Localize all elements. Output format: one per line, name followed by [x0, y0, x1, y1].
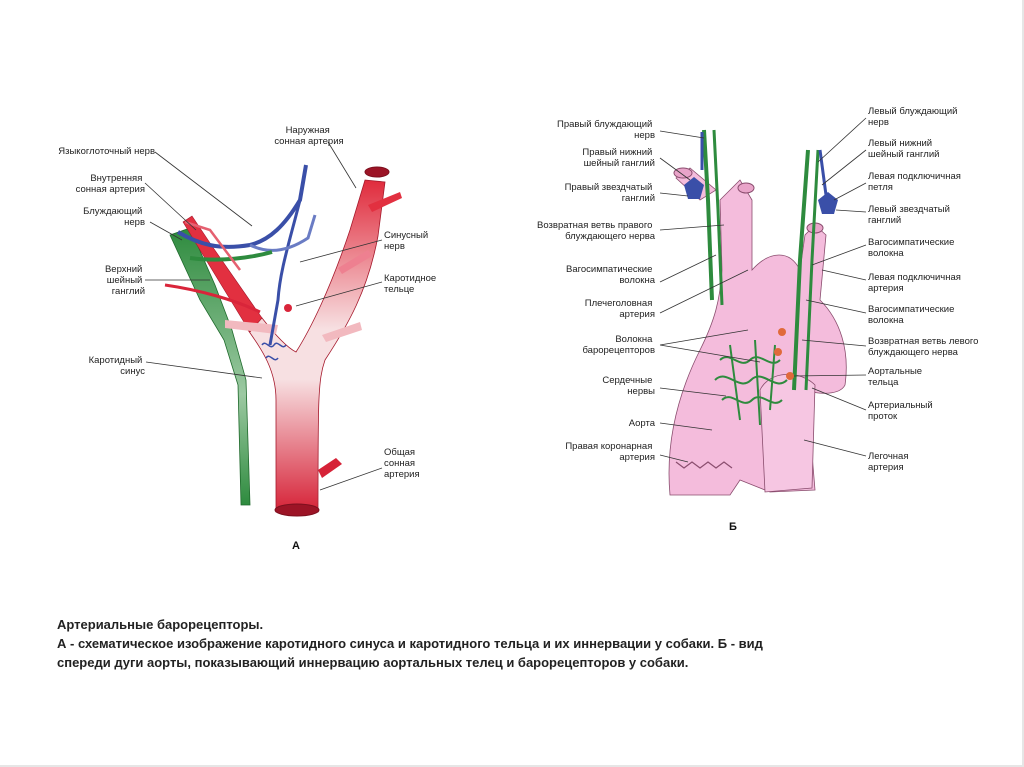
panel-a-letter: А [292, 540, 300, 552]
aortic-body-dot-2 [774, 348, 782, 356]
slide-border-right [1022, 0, 1024, 767]
coronary-artery-path [675, 461, 733, 469]
leader-sinus-nerve [299, 239, 383, 263]
leader-left-vagus [817, 117, 867, 163]
label-sinus-nerve: Синусный нерв [384, 230, 431, 252]
pulmonary-artery-shape [759, 373, 816, 493]
leader-vagosympathetic-left [659, 254, 717, 283]
vessel-opening-1 [673, 167, 693, 179]
leader-left-stellate [835, 209, 867, 213]
leader-vagosympathetic-right [811, 244, 867, 266]
label-vagosympathetic-right: Вагосимпатические волокна [868, 237, 957, 259]
leader-baroreceptor [659, 329, 761, 363]
leader-vagus [149, 221, 183, 241]
leader-carotid-sinus [145, 361, 263, 379]
common-carotid-opening [274, 503, 320, 517]
leader-vagosympathetic-right2 [805, 299, 867, 314]
artery-branch-lower [318, 458, 342, 478]
label-internal-carotid: Внутренняя сонная артерия [76, 173, 145, 195]
leader-left-subclavian [821, 269, 867, 281]
label-glossopharyngeal: Языкоглоточный нерв [58, 146, 155, 157]
artery-branch-right-low [322, 322, 362, 342]
aortic-body-dot-3 [786, 372, 794, 380]
leader-subclavian-loop [833, 182, 867, 201]
caption-line-2: спереди дуги аорты, показывающий иннерва… [57, 655, 689, 670]
artery-branch-left-low [225, 320, 278, 334]
label-left-vagus: Левый блуждающий нерв [868, 106, 960, 128]
label-aortic-bodies: Аортальные тельца [868, 366, 925, 388]
panel-b: Правый блуждающий нерв Правый нижний шей… [537, 106, 981, 533]
leader-left-recurrent [801, 339, 867, 347]
right-ganglion-shape [684, 177, 704, 199]
panel-b-letter: Б [729, 521, 737, 533]
carotid-body-squiggle [261, 342, 287, 361]
vagus-top-blue-path [700, 132, 828, 196]
left-vagosympathetic-path [804, 149, 820, 391]
leader-common-carotid [319, 467, 383, 491]
leader-external-carotid [327, 141, 357, 189]
leader-arterial-duct [811, 387, 867, 411]
label-left-lower-ganglion: Левый нижний шейный ганглий [868, 138, 939, 160]
leader-brachiocephalic [659, 269, 749, 314]
label-common-carotid: Общая сонная артерия [384, 447, 420, 480]
left-vagus-path [792, 149, 810, 391]
leader-cardiac-nerves [659, 387, 727, 397]
label-right-coronary: Правая коронарная артерия [565, 441, 655, 463]
label-external-carotid: Наружная сонная артерия [274, 125, 343, 147]
figure-caption: Артериальные барорецепторы. А - схематич… [57, 615, 957, 672]
vagus-branch-path [189, 250, 273, 262]
aortic-body-dot-1 [778, 328, 786, 336]
leader-left-lower-ganglion [821, 149, 867, 186]
label-brachiocephalic: Плечеголовная артерия [585, 298, 655, 320]
label-left-recurrent: Возвратная ветвь левого блуждающего нерв… [868, 336, 981, 358]
caption-line-1: А - схематическое изображение каротидног… [57, 636, 763, 651]
label-right-stellate: Правый звездчатый ганглий [565, 182, 655, 204]
leader-right-coronary [659, 454, 689, 463]
sinus-nerve-path [268, 199, 302, 346]
label-cardiac-nerves: Сердечные нервы [602, 375, 655, 397]
leader-right-stellate [659, 192, 689, 197]
slide-border-bottom [0, 765, 1024, 767]
leader-carotid-body [295, 281, 383, 307]
label-pulmonary: Легочная артерия [868, 451, 911, 473]
leader-aorta [659, 422, 713, 431]
red-nerve-path-2 [184, 220, 241, 271]
leader-right-recurrent [659, 224, 725, 231]
leader-right-vagus [659, 130, 705, 139]
label-arterial-duct: Артериальный проток [868, 400, 935, 422]
baroreceptor-diagram: Наружная сонная артерия Языкоглоточный н… [58, 106, 981, 552]
right-vagosympathetic-path [712, 129, 724, 306]
leader-pulmonary [803, 439, 867, 457]
leader-right-lower-ganglion [659, 157, 691, 181]
label-left-subclavian: Левая подключичная артерия [868, 272, 964, 294]
label-right-recurrent: Возвратная ветвь правого блуждающего нер… [537, 220, 656, 242]
panel-a: Наружная сонная артерия Языкоглоточный н… [58, 125, 439, 552]
caption-title: Артериальные барорецепторы. [57, 617, 264, 632]
label-carotid-sinus: Каротидный синус [89, 355, 146, 377]
label-carotid-body: Каротидное тельце [384, 273, 439, 295]
label-vagus: Блуждающий нерв [83, 206, 145, 228]
label-subclavian-loop: Левая подключичная петля [868, 171, 964, 193]
label-vagosympathetic-left: Вагосимпатические волокна [566, 264, 656, 286]
right-vagus-path [702, 129, 714, 301]
label-baroreceptor-fibers: Волокна барорецепторов [582, 334, 655, 356]
leader-glossopharyngeal [154, 151, 253, 227]
label-upper-ganglion: Верхний шейный ганглий [105, 264, 145, 297]
leader-internal-carotid [144, 182, 197, 231]
artery-branch-right-mid [338, 250, 372, 274]
vessel-opening-2 [737, 182, 755, 194]
carotid-body-dot [284, 304, 292, 312]
external-carotid-opening [364, 166, 390, 178]
label-aorta: Аорта [629, 418, 656, 429]
label-vagosympathetic-right2: Вагосимпатические волокна [868, 304, 957, 326]
vagus-nerve-shape [169, 227, 251, 506]
artery-branch-right-upper [368, 192, 402, 212]
leader-aortic-bodies [793, 374, 867, 377]
label-left-stellate: Левый звездчатый ганглий [868, 204, 953, 226]
label-right-vagus: Правый блуждающий нерв [557, 119, 655, 141]
blue-branch-path [249, 214, 317, 252]
left-ganglion-shape [818, 192, 838, 214]
label-right-lower-ganglion: Правый нижний шейный ганглий [582, 147, 655, 169]
red-nerve-path [164, 283, 261, 314]
